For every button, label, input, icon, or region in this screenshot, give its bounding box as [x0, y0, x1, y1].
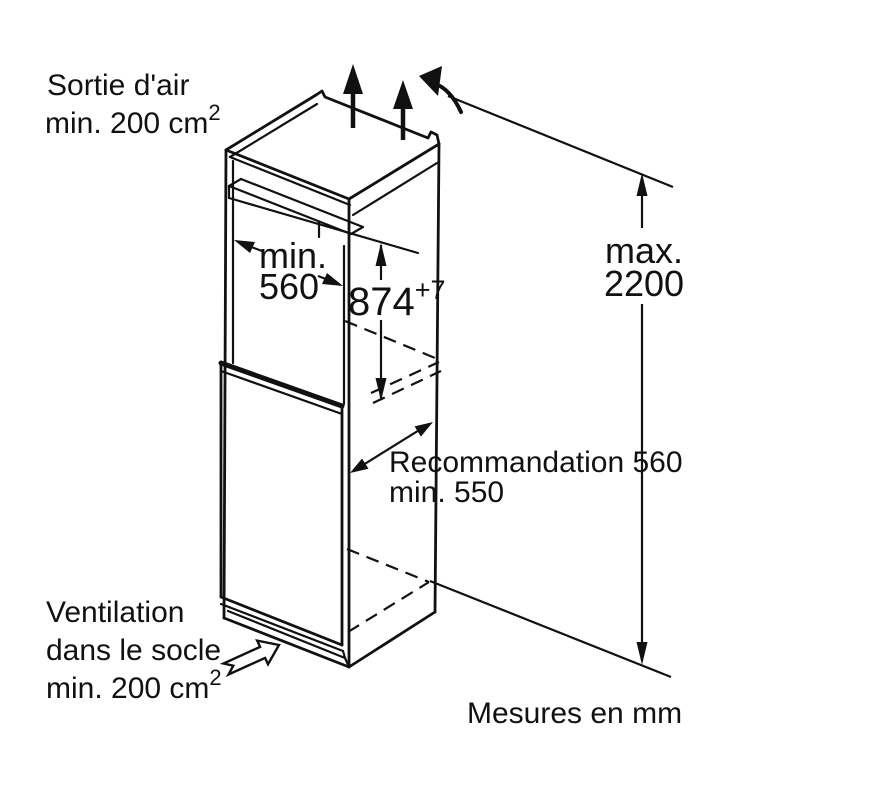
dim-arrowhead-down-icon	[636, 642, 648, 665]
air-outlet-arrows	[343, 64, 463, 140]
curved-airflow-arrow-icon	[419, 66, 442, 96]
vent-direction-arrow-icon	[219, 638, 281, 678]
dim-arrowhead-up-icon	[375, 243, 387, 266]
depth-minimum-label: min. 550	[389, 476, 504, 509]
top-face-back-edge-notched	[314, 89, 441, 146]
plinth-vent-superscript: 2	[209, 665, 221, 690]
top-panel-inner-left-edge	[228, 102, 319, 159]
niche-height-dimension: 874+7	[348, 243, 446, 401]
ceiling-right-inner-edge	[351, 161, 439, 217]
plinth-strip-right-cap	[343, 656, 351, 669]
max-height-label-word: max.	[605, 230, 683, 271]
top-face-front-edge	[224, 148, 351, 201]
plinth-vent-label: Ventilation dans le socle min. 200 cm2	[46, 596, 222, 705]
plinth-vent-label-line1: Ventilation	[46, 596, 184, 629]
dim-arrowhead-left-icon	[234, 240, 255, 253]
back-right-edge	[433, 142, 441, 614]
max-height-dimension: max. 2200	[429, 94, 684, 679]
dim-arrowhead-up-icon	[636, 173, 648, 196]
dim-arrowhead-right-icon	[322, 273, 343, 286]
top-face-left-edge	[224, 93, 318, 152]
air-outlet-superscript: 2	[208, 100, 220, 125]
rail-right-cap	[349, 225, 365, 236]
depth-recommendation-dimension: Recommandation 560 min. 550	[350, 422, 683, 509]
rail-bottom-edge-witness	[227, 196, 420, 255]
depth-dim-line	[354, 423, 430, 471]
plinth-vent-slot	[226, 547, 430, 669]
plinth-strip-top-edge	[226, 609, 347, 660]
niche-width-value: 560	[259, 266, 319, 307]
niche-floor-right-edge-hidden-bottom	[372, 370, 442, 404]
rail-top-edge	[227, 184, 353, 236]
niche-floor-back-edge-hidden	[344, 319, 441, 362]
air-outlet-label: Sortie d'air min. 200 cm2	[45, 69, 221, 140]
air-outlet-min-text: min. 200 cm	[45, 107, 208, 140]
airflow-arrow-icon	[343, 64, 363, 94]
door-bottom-edge	[219, 595, 344, 647]
appliance-door	[218, 360, 345, 653]
door-top-edge	[218, 360, 345, 409]
niche-height-number: 874	[348, 280, 415, 324]
rail-top-back-edge	[239, 177, 365, 229]
door-top-inner-line	[219, 369, 344, 416]
max-height-value: 2200	[604, 263, 684, 304]
bottom-front-edge	[222, 616, 351, 669]
top-panel-inner-front-edge	[228, 155, 352, 207]
air-outlet-label-line1: Sortie d'air	[47, 69, 189, 102]
cabinet-floor-back-edge-hidden	[346, 547, 430, 584]
bottom-right-edge	[347, 610, 437, 669]
plinth-slot-right-cap	[341, 649, 347, 660]
niche-height-value: 874+7	[348, 275, 446, 324]
niche-height-tolerance: +7	[415, 275, 446, 305]
max-height-witness-top	[447, 94, 674, 189]
niche-width-dimension: min. 560	[234, 235, 343, 307]
depth-recommendation-label: Recommandation 560	[389, 446, 683, 479]
air-outlet-label-line2: min. 200 cm2	[45, 100, 221, 140]
dim-arrowhead-downleft-icon	[350, 458, 369, 473]
cabinet-outline	[222, 89, 441, 669]
dim-arrowhead-down-icon	[375, 378, 387, 401]
door-bottom-inner-line	[219, 602, 345, 653]
cabinet-floor-right-edge-hidden	[347, 581, 430, 633]
dim-arrowhead-upright-icon	[414, 422, 433, 437]
units-label: Mesures en mm	[467, 697, 682, 730]
front-left-edge	[222, 148, 228, 620]
niche-width-label-word: min.	[259, 235, 327, 276]
plinth-vent-label-line2: dans le socle	[46, 634, 221, 667]
rail-left-cap	[227, 177, 243, 188]
upper-vent-compartment	[227, 102, 439, 255]
top-face-right-edge	[347, 142, 441, 201]
plinth-vent-label-line3: min. 200 cm2	[46, 665, 222, 705]
max-height-witness-bottom	[429, 579, 672, 679]
airflow-arrow-icon	[393, 80, 413, 109]
plinth-vent-min-text: min. 200 cm	[46, 672, 209, 705]
